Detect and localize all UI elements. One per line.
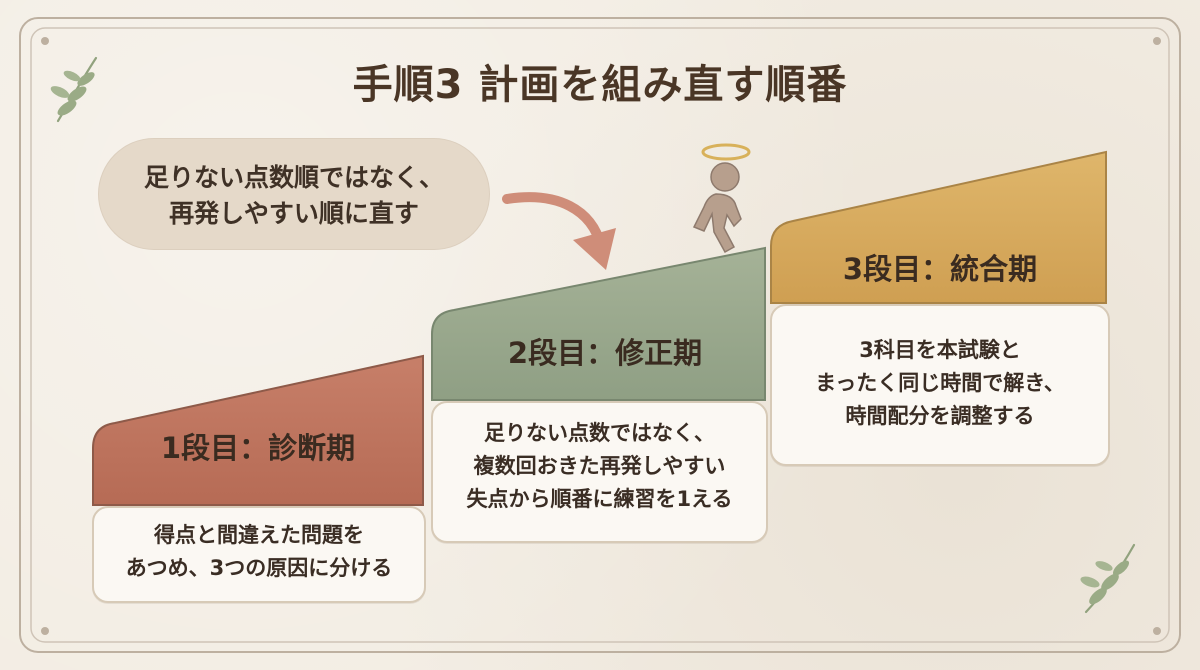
step-1-block (92, 354, 424, 506)
corner-dot-bottom-left (41, 627, 49, 635)
step-3-line-3: 時間配分を調整する (845, 404, 1035, 428)
step-2-line-2: 複数回おきた再発しやすい (473, 454, 726, 478)
step-2-card: 足りない点数ではなく、 複数回おきた再発しやすい 失点から順番に練習を1える (431, 401, 768, 543)
step-1-card: 得点と間違えた問題を あつめ、3つの原因に分ける (92, 506, 426, 603)
arrow-head-icon (573, 228, 616, 270)
step-3-description: 3科目を本試験と まったく同じ時間で解き、 時間配分を調整する (772, 334, 1108, 433)
step-1-line-2: あつめ、3つの原因に分ける (125, 556, 393, 580)
step-2-block (431, 246, 766, 401)
step-3-block (770, 150, 1107, 304)
step-2-line-3: 失点から順番に練習を1える (466, 487, 733, 511)
step-2-description: 足りない点数ではなく、 複数回おきた再発しやすい 失点から順番に練習を1える (433, 417, 766, 516)
leaf-sprig-icon-bottom-right (1080, 543, 1136, 614)
step-3-title: 3段目：統合期 (842, 252, 1038, 286)
step-3-line-2: まったく同じ時間で解き、 (815, 371, 1065, 395)
step-2-title: 2段目：修正期 (507, 336, 703, 370)
step-2-line-1: 足りない点数ではなく、 (484, 421, 715, 445)
step-3-line-1: 3科目を本試験と (859, 338, 1021, 362)
corner-dot-top-right (1153, 37, 1161, 45)
frame-outer-border (19, 17, 1181, 653)
callout-bubble: 足りない点数順ではなく、 再発しやすい順に直す (98, 138, 490, 250)
callout-line-1: 足りない点数順ではなく、 (143, 163, 444, 192)
step-3-card: 3科目を本試験と まったく同じ時間で解き、 時間配分を調整する (770, 304, 1110, 466)
page-title: 手順3 計画を組み直す順番 (352, 62, 848, 108)
halo-person-icon (692, 143, 751, 254)
frame-inner-border (30, 27, 1170, 643)
corner-dot-bottom-right (1153, 627, 1161, 635)
leaf-sprig-icon-top-left (50, 56, 98, 123)
step-1-description: 得点と間違えた問題を あつめ、3つの原因に分ける (94, 519, 424, 585)
callout-text: 足りない点数順ではなく、 再発しやすい順に直す (98, 160, 490, 232)
step-1-title: 1段目：診断期 (160, 431, 356, 465)
callout-line-2: 再発しやすい順に直す (169, 199, 419, 228)
step-1-line-1: 得点と間違えた問題を (154, 523, 364, 547)
corner-dot-top-left (41, 37, 49, 45)
